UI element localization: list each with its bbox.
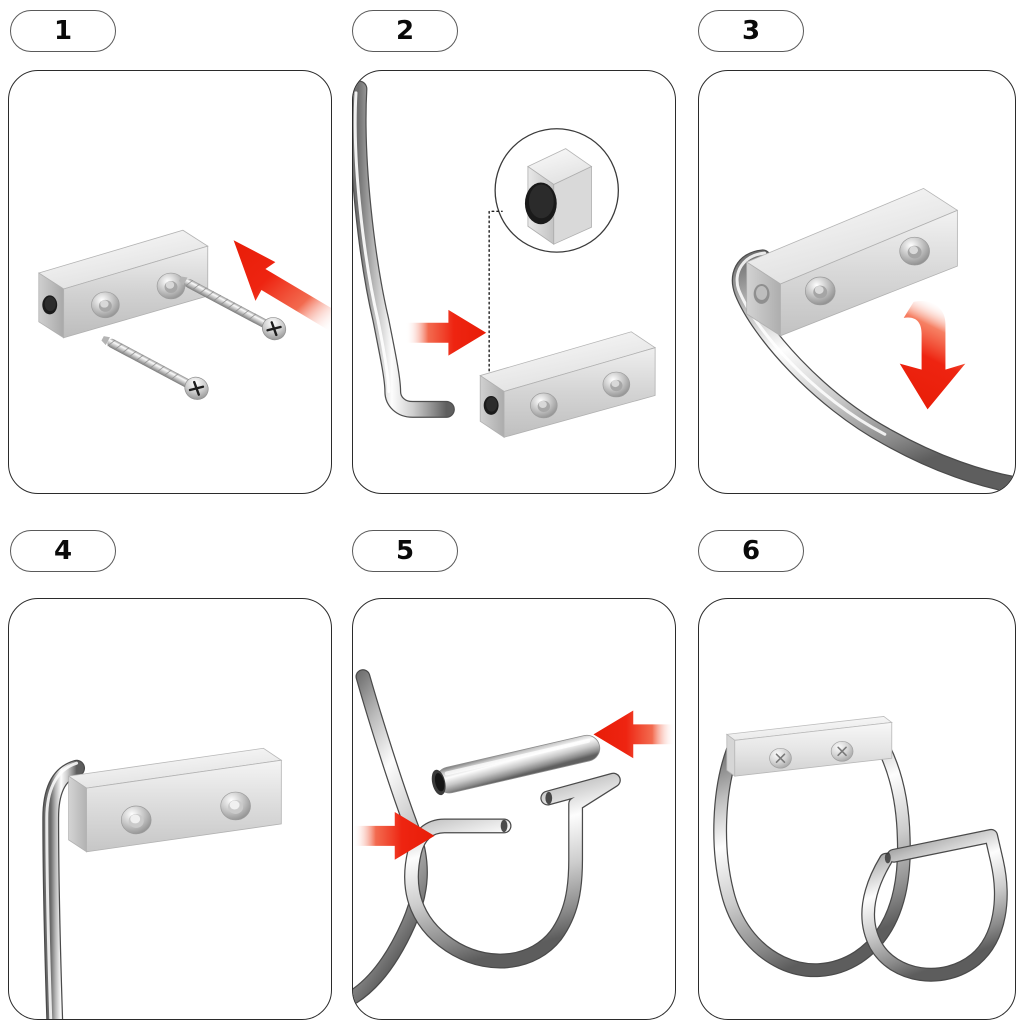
step-5-illustration (353, 599, 675, 1019)
screw (830, 740, 854, 762)
red-curved-arrow-icon (899, 301, 966, 410)
step-panel-6 (698, 598, 1016, 1020)
red-arrow-icon (233, 240, 331, 332)
step-badge-3: 3 (698, 10, 804, 52)
step-badge-4: 4 (10, 530, 116, 572)
red-arrow-icon (405, 309, 487, 356)
step-badge-2: 2 (352, 10, 458, 52)
rod-loop-left (713, 741, 911, 978)
rod-loop-left (353, 669, 428, 1005)
step-panel-3 (698, 70, 1016, 494)
curved-rod (353, 80, 455, 418)
step-badge-label: 6 (741, 536, 761, 566)
callout-magnifier (494, 128, 619, 253)
mounting-bracket (745, 187, 959, 337)
screw (178, 276, 287, 341)
step-badge-label: 4 (53, 536, 73, 566)
red-arrow-icon-right (593, 710, 675, 759)
rod-loop-right (404, 772, 621, 969)
step-badge-label: 2 (395, 16, 415, 46)
rod-loop-right (861, 828, 1008, 982)
screw (101, 336, 209, 400)
mounting-bracket (67, 747, 283, 853)
callout-bracket-end (524, 148, 593, 245)
mounting-bracket (479, 331, 657, 439)
step-badge-5: 5 (352, 530, 458, 572)
step-badge-6: 6 (698, 530, 804, 572)
step-3-illustration (699, 71, 1015, 493)
step-panel-1 (8, 70, 332, 494)
step-panel-5 (352, 598, 676, 1020)
step-2-illustration (353, 71, 675, 493)
curved-rod (42, 759, 86, 1019)
step-4-illustration (9, 599, 331, 1019)
mounting-bracket (37, 229, 209, 339)
step-badge-label: 5 (395, 536, 415, 566)
screw (769, 747, 792, 769)
red-arrow-icon-left (353, 811, 435, 860)
mounting-bracket (725, 716, 893, 777)
step-1-illustration (9, 71, 331, 493)
step-6-illustration (699, 599, 1015, 1019)
step-panel-4 (8, 598, 332, 1020)
step-badge-1: 1 (10, 10, 116, 52)
connector-sleeve (431, 734, 601, 796)
step-panel-2 (352, 70, 676, 494)
step-badge-label: 3 (741, 16, 761, 46)
leader-line (488, 210, 503, 401)
step-badge-label: 1 (53, 16, 73, 46)
